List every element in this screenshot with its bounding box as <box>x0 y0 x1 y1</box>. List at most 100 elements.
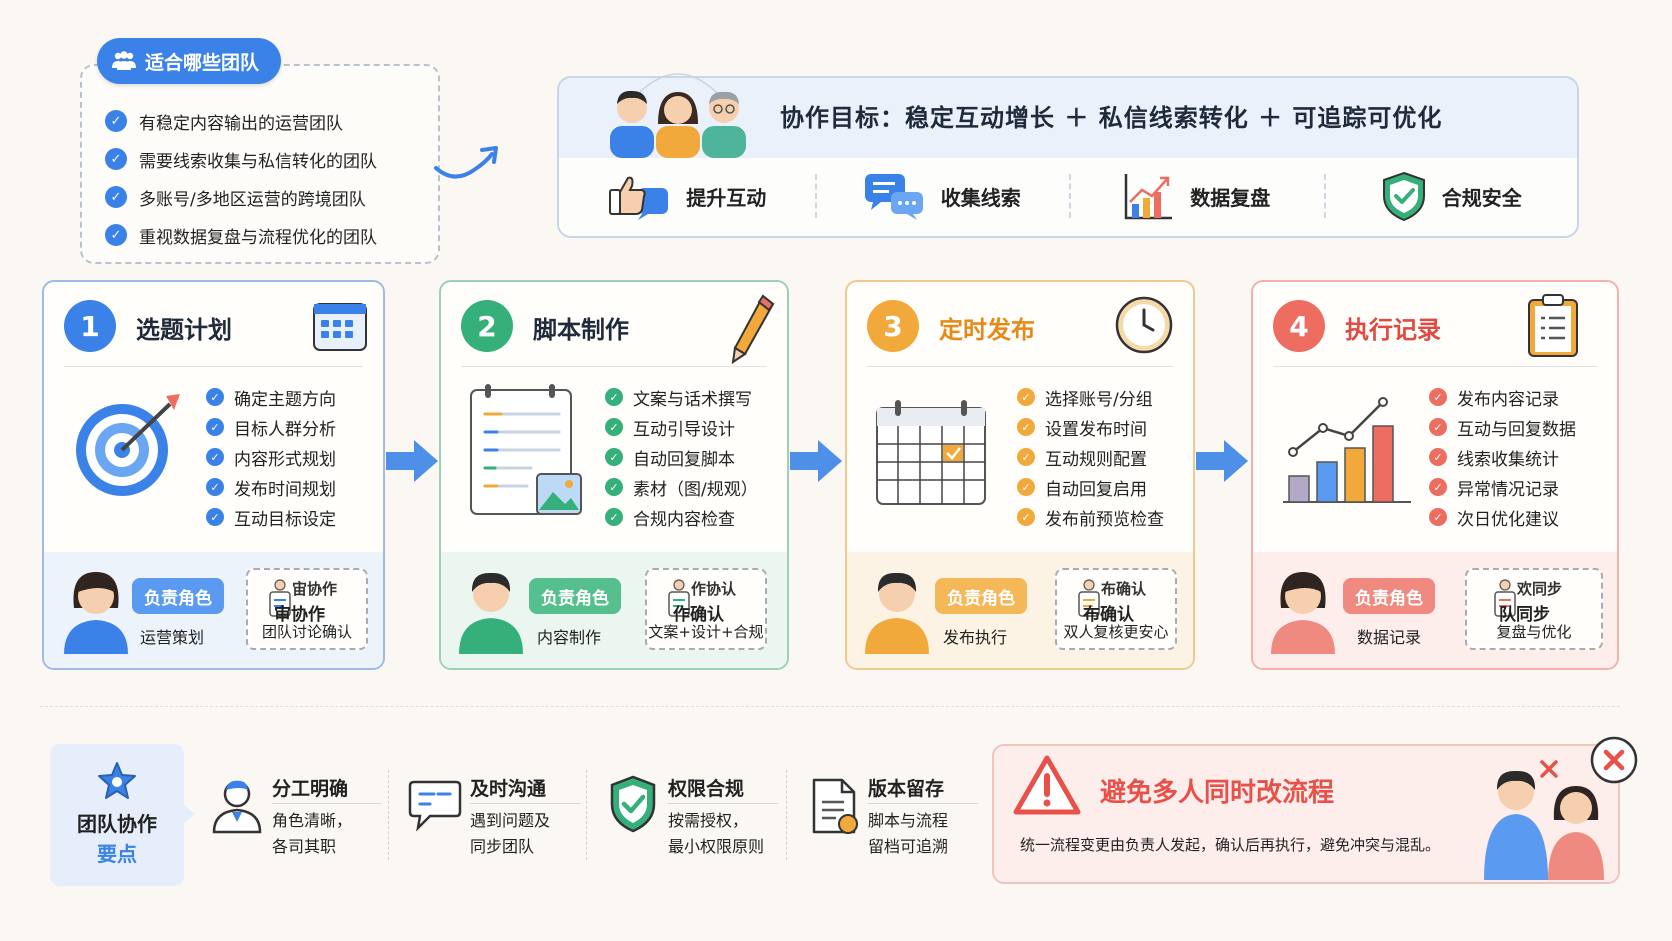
goal-items: 提升互动 收集线索 数据复盘 合规安全 <box>560 160 1578 232</box>
document-person-icon <box>1078 579 1100 617</box>
team-icon <box>112 51 136 70</box>
flow-arrow-icon <box>1196 440 1248 482</box>
list-item: ✓发布内容记录 <box>1429 382 1576 412</box>
list-item: ✓发布前预览检查 <box>1017 502 1164 532</box>
list-item: ✓目标人群分析 <box>206 412 336 442</box>
pencil-icon <box>731 294 775 364</box>
flow-arrow-icon <box>386 440 438 482</box>
role-badge: 负责角色 <box>935 578 1027 614</box>
list-item: ✓文案与话术撰写 <box>605 382 758 412</box>
role-name: 数据记录 <box>1357 628 1422 647</box>
goal-item-review: 数据复盘 <box>1069 160 1324 232</box>
chat-bubbles-icon <box>864 174 923 220</box>
curved-arrow-icon <box>434 146 498 179</box>
check-icon: ✓ <box>206 418 224 436</box>
document-person-icon <box>668 579 690 617</box>
check-icon: ✓ <box>105 186 127 208</box>
bar-chart-icon <box>1283 397 1411 503</box>
suitable-teams-tag: 适合哪些团队 <box>97 38 282 84</box>
team-points-tag: 团队协作 要点 <box>50 744 184 886</box>
collaboration-goal-title: 协作目标：稳定互动增长 ＋ 私信线索转化 ＋ 可追踪可优化 <box>780 104 1443 132</box>
check-icon: ✓ <box>605 448 623 466</box>
check-icon: ✓ <box>1017 388 1035 406</box>
check-icon: ✓ <box>1429 508 1447 526</box>
speech-bubble-icon <box>408 780 462 832</box>
calendar-icon <box>876 400 986 505</box>
check-icon: ✓ <box>605 478 623 496</box>
step-title: 脚本制作 <box>533 316 629 344</box>
check-icon: ✓ <box>605 388 623 406</box>
check-icon: ✓ <box>1429 478 1447 496</box>
list-item: ✓多账号/多地区运营的跨境团队 <box>105 178 435 216</box>
list-item: ✓设置发布时间 <box>1017 412 1164 442</box>
team-points-subtitle: 要点 <box>97 842 137 866</box>
step-card-topic-planning: 1 选题计划 ✓确定主题方向 ✓目标人群分析 ✓内容形式规划 ✓发布时间规划 ✓… <box>42 280 385 670</box>
role-name: 发布执行 <box>943 628 1008 647</box>
list-item: ✓互动引导设计 <box>605 412 758 442</box>
list-item: ✓线索收集统计 <box>1429 442 1576 472</box>
check-icon: ✓ <box>206 478 224 496</box>
collaboration-box: 宙协作 审协作 团队讨论确认 <box>246 568 368 650</box>
list-item: ✓选择账号/分组 <box>1017 382 1164 412</box>
role-name: 内容制作 <box>537 628 602 647</box>
step-card-script-production: 2 脚本制作 ✓文案与话术撰写 ✓互动引导设计 ✓自动回复脚本 ✓素材（图/规观… <box>439 280 789 670</box>
check-icon: ✓ <box>105 110 127 132</box>
man-avatar-icon <box>459 572 523 654</box>
role-name: 运营策划 <box>140 628 205 647</box>
document-person-icon <box>269 579 291 617</box>
warning-box <box>992 744 1620 884</box>
list-item: ✓素材（图/规观） <box>605 472 758 502</box>
step-items: ✓文案与话术撰写 ✓互动引导设计 ✓自动回复脚本 ✓素材（图/规观） ✓合规内容… <box>605 382 758 532</box>
list-item: ✓发布时间规划 <box>206 472 336 502</box>
document-icon <box>812 778 858 834</box>
role-badge: 负责角色 <box>132 578 224 614</box>
team-people-icon <box>610 73 746 158</box>
goal-item-compliance: 合规安全 <box>1323 160 1579 232</box>
step-items: ✓确定主题方向 ✓目标人群分析 ✓内容形式规划 ✓发布时间规划 ✓互动目标设定 <box>206 382 336 532</box>
target-icon <box>76 394 180 496</box>
step-title: 执行记录 <box>1345 316 1441 344</box>
suitable-teams-box <box>80 64 440 264</box>
list-item: ✓异常情况记录 <box>1429 472 1576 502</box>
team-point-communication: 及时沟通 遇到问题及同步团队 <box>408 770 588 870</box>
list-item: ✓互动规则配置 <box>1017 442 1164 472</box>
clipboard-icon <box>1528 294 1578 357</box>
woman-avatar-icon <box>64 572 128 654</box>
collaboration-box: 布确认 布确认 双人复核更安心 <box>1055 568 1177 650</box>
star-icon <box>98 762 136 799</box>
suitable-teams-list: ✓有稳定内容输出的运营团队 ✓需要线索收集与私信转化的团队 ✓多账号/多地区运营… <box>105 102 435 254</box>
step-title: 选题计划 <box>136 316 232 344</box>
role-badge: 负责角色 <box>529 578 621 614</box>
goal-item-engagement: 提升互动 <box>560 160 815 232</box>
thumbs-up-icon <box>609 176 669 220</box>
check-icon: ✓ <box>206 448 224 466</box>
list-item: ✓互动目标设定 <box>206 502 336 532</box>
warning-icon <box>1013 755 1081 815</box>
check-icon: ✓ <box>206 388 224 406</box>
list-item: ✓内容形式规划 <box>206 442 336 472</box>
shield-check-icon <box>610 775 656 833</box>
list-item: ✓合规内容检查 <box>605 502 758 532</box>
check-icon: ✓ <box>1429 388 1447 406</box>
team-point-versioning: 版本留存 脚本与流程留档可追溯 <box>806 770 986 870</box>
check-icon: ✓ <box>1017 508 1035 526</box>
list-item: ✓重视数据复盘与流程优化的团队 <box>105 216 435 254</box>
step-number: 3 <box>867 300 919 352</box>
check-icon: ✓ <box>1017 448 1035 466</box>
role-badge: 负责角色 <box>1343 578 1435 614</box>
check-icon: ✓ <box>1017 418 1035 436</box>
list-item: ✓自动回复启用 <box>1017 472 1164 502</box>
step-items: ✓选择账号/分组 ✓设置发布时间 ✓互动规则配置 ✓自动回复启用 ✓发布前预览检… <box>1017 382 1164 532</box>
check-icon: ✓ <box>105 224 127 246</box>
goal-item-leads: 收集线索 <box>814 160 1070 232</box>
tag-pointer <box>183 804 195 824</box>
document-person-icon <box>1494 579 1516 617</box>
team-point-permission: 权限合规 按需授权，最小权限原则 <box>606 770 786 870</box>
step-title: 定时发布 <box>939 316 1035 344</box>
section-divider <box>40 706 1620 707</box>
list-item: ✓自动回复脚本 <box>605 442 758 472</box>
flow-arrow-icon <box>790 440 842 482</box>
list-item: ✓有稳定内容输出的运营团队 <box>105 102 435 140</box>
step-items: ✓发布内容记录 ✓互动与回复数据 ✓线索收集统计 ✓异常情况记录 ✓次日优化建议 <box>1429 382 1576 532</box>
list-item: ✓确定主题方向 <box>206 382 336 412</box>
